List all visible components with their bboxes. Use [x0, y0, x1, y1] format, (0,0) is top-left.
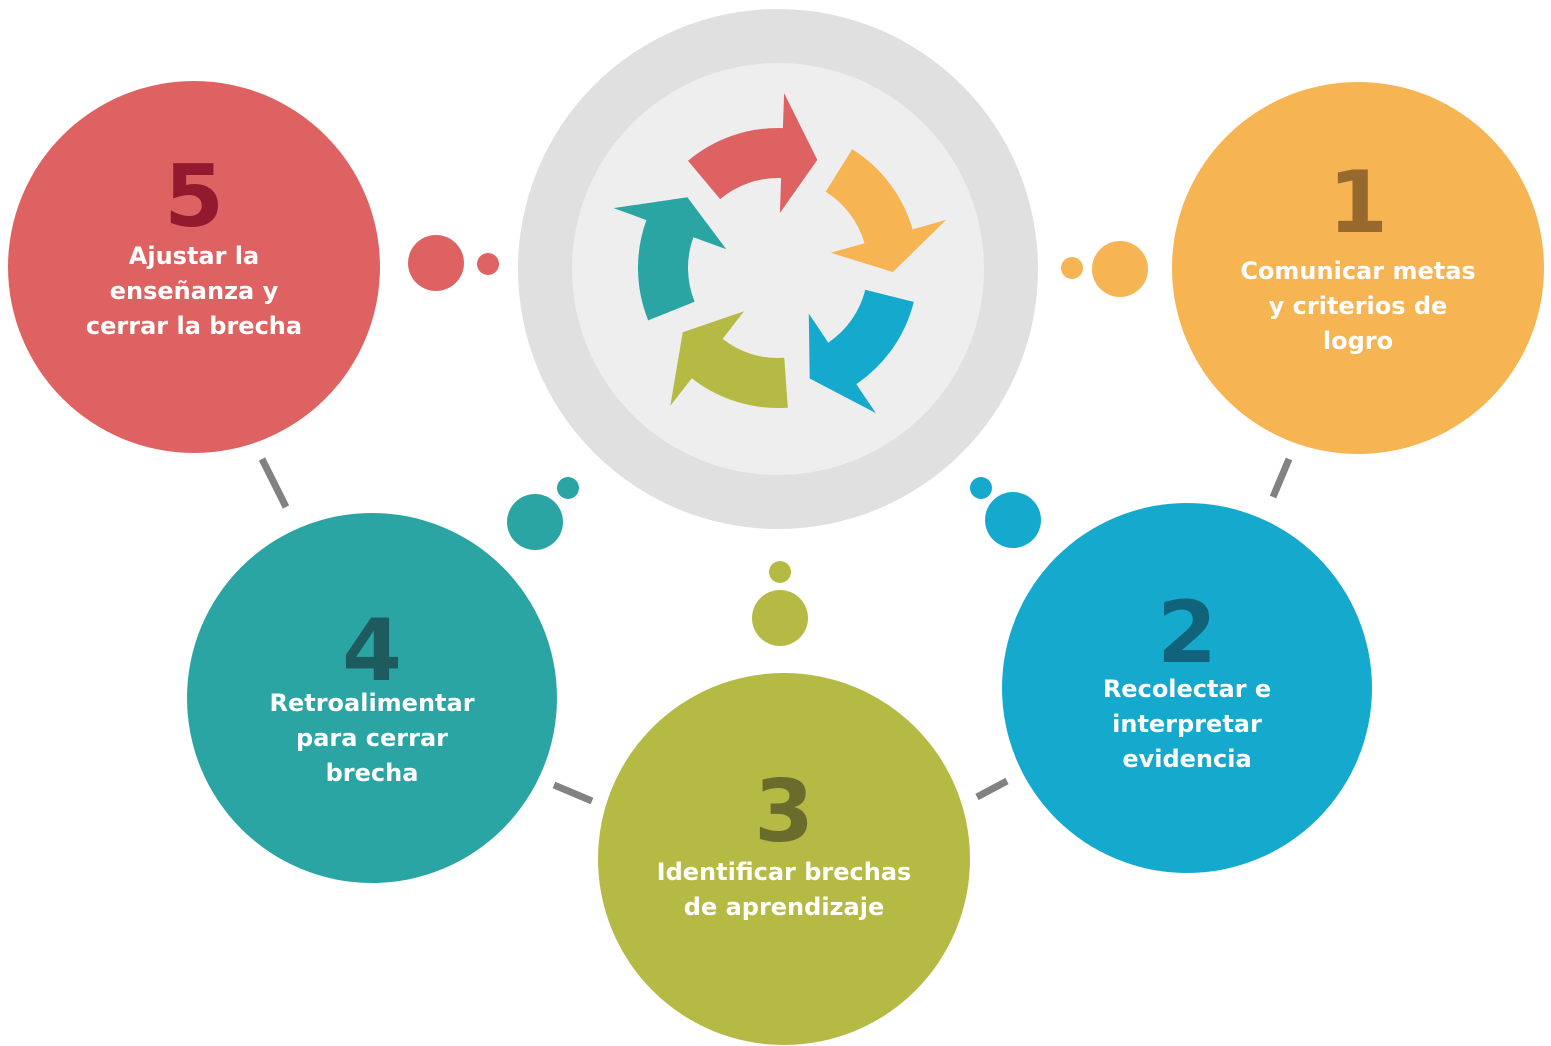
step-4-number: 4 — [342, 601, 402, 701]
connector-dash-4-3 — [552, 781, 594, 805]
dot-teal-small — [557, 477, 579, 499]
arrow-green — [670, 311, 788, 409]
step-2-label: Recolectar e interpretar evidencia — [1102, 675, 1272, 773]
dot-orange-large — [1092, 241, 1148, 297]
dot-red-large — [408, 235, 464, 291]
dot-blue-small — [970, 477, 992, 499]
step-5-number: 5 — [164, 147, 224, 247]
arrow-teal — [613, 197, 727, 321]
arrow-red — [688, 93, 818, 213]
dot-red-small — [477, 253, 499, 275]
step-1-label: Comunicar metas y criterios de logro — [1240, 257, 1476, 355]
step-4-label: Retroalimentar para cerrar brecha — [269, 689, 475, 787]
dot-blue-large — [985, 492, 1041, 548]
step-3-circle: 3 Identificar brechas de aprendizaje — [598, 673, 970, 1045]
connector-dash-1-2 — [1269, 457, 1293, 499]
step-5-circle: 5 Ajustar la enseñanza y cerrar la brech… — [8, 81, 380, 453]
step-4-circle: 4 Retroalimentar para cerrar brecha — [187, 513, 557, 883]
dot-green-small — [769, 561, 791, 583]
step-2-number: 2 — [1157, 583, 1217, 683]
step-1-number: 1 — [1328, 153, 1388, 253]
refresh-cycle-icon — [613, 93, 947, 414]
dot-orange-small — [1061, 257, 1083, 279]
step-3-label: Identificar brechas de aprendizaje — [656, 858, 912, 921]
arrow-orange — [825, 149, 947, 272]
step-2-circle: 2 Recolectar e interpretar evidencia — [1002, 503, 1372, 873]
dot-green-large — [752, 590, 808, 646]
connector-dash-3-2 — [975, 777, 1009, 801]
step-3-number: 3 — [754, 762, 814, 862]
connector-dash-5-4 — [258, 457, 290, 509]
step-5-label: Ajustar la enseñanza y cerrar la brecha — [85, 242, 303, 340]
dot-teal-large — [507, 494, 563, 550]
arrow-blue — [808, 289, 914, 414]
step-1-circle: 1 Comunicar metas y criterios de logro — [1172, 82, 1544, 454]
